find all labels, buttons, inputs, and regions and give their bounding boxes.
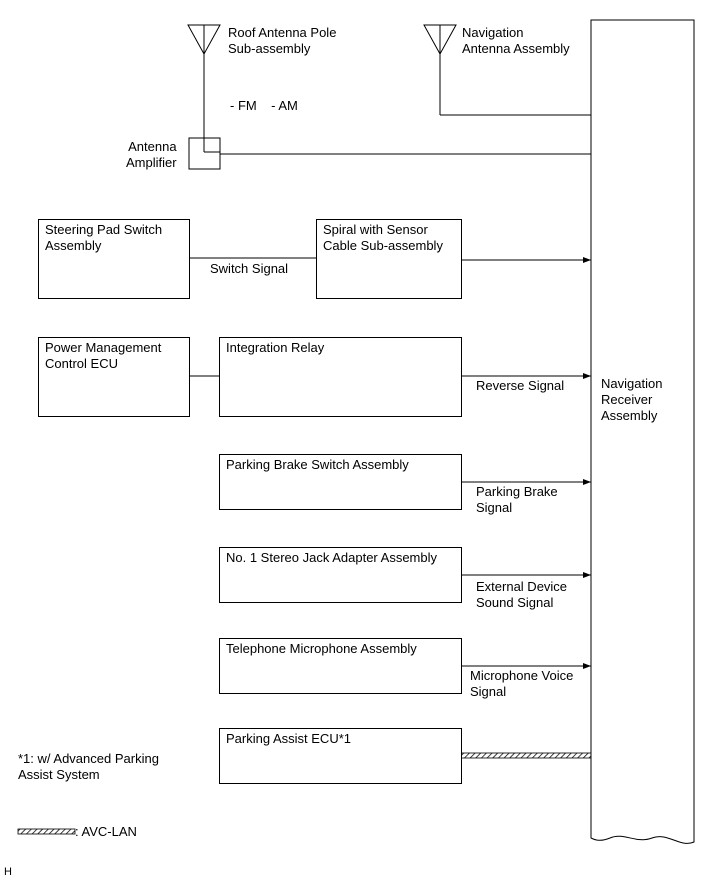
spiral-cable-box: Spiral with Sensor Cable Sub-assembly: [316, 219, 462, 299]
navigation-receiver-label: Navigation Receiver Assembly: [601, 376, 663, 423]
avc-lan-legend-swatch: [17, 828, 76, 835]
external-sound-signal-label: External Device Sound Signal: [476, 579, 568, 610]
telephone-microphone-box: Telephone Microphone Assembly: [219, 638, 462, 694]
navigation-receiver-box: [590, 19, 695, 844]
stereo-jack-label: No. 1 Stereo Jack Adapter Assembly: [226, 550, 437, 565]
spiral-cable-label: Spiral with Sensor Cable Sub-assembly: [323, 222, 443, 253]
power-management-ecu-box: Power Management Control ECU: [38, 337, 190, 417]
roof-antenna-label: Roof Antenna Pole Sub-assembly: [228, 25, 337, 56]
parking-brake-switch-label: Parking Brake Switch Assembly: [226, 457, 409, 472]
telephone-microphone-label: Telephone Microphone Assembly: [226, 641, 417, 656]
power-management-ecu-label: Power Management Control ECU: [45, 340, 162, 371]
integration-relay-box: Integration Relay: [219, 337, 462, 417]
avc-lan-legend-label: : AVC-LAN: [75, 824, 137, 839]
microphone-signal-label: Microphone Voice Signal: [470, 668, 574, 699]
fm-am-label: - FM - AM: [230, 98, 298, 113]
steering-pad-switch-box: Steering Pad Switch Assembly: [38, 219, 190, 299]
switch-signal-label: Switch Signal: [210, 261, 289, 276]
navigation-antenna-label: Navigation Antenna Assembly: [462, 25, 570, 56]
steering-pad-switch-label: Steering Pad Switch Assembly: [45, 222, 163, 253]
parking-assist-ecu-box: Parking Assist ECU*1: [219, 728, 462, 784]
parking-brake-signal-label: Parking Brake Signal: [476, 484, 558, 515]
navigation-antenna-icon: [423, 24, 591, 116]
antenna-amplifier-label: Antenna Amplifier: [126, 139, 177, 170]
footnote: *1: w/ Advanced Parking Assist System: [18, 751, 159, 782]
integration-relay-label: Integration Relay: [226, 340, 325, 355]
avc-lan-line: [460, 752, 592, 759]
roof-antenna-icon: [187, 24, 221, 152]
reverse-signal-label: Reverse Signal: [476, 378, 565, 393]
corner-mark: H: [4, 866, 12, 878]
parking-assist-ecu-label: Parking Assist ECU*1: [226, 731, 351, 746]
stereo-jack-box: No. 1 Stereo Jack Adapter Assembly: [219, 547, 462, 603]
parking-brake-switch-box: Parking Brake Switch Assembly: [219, 454, 462, 510]
